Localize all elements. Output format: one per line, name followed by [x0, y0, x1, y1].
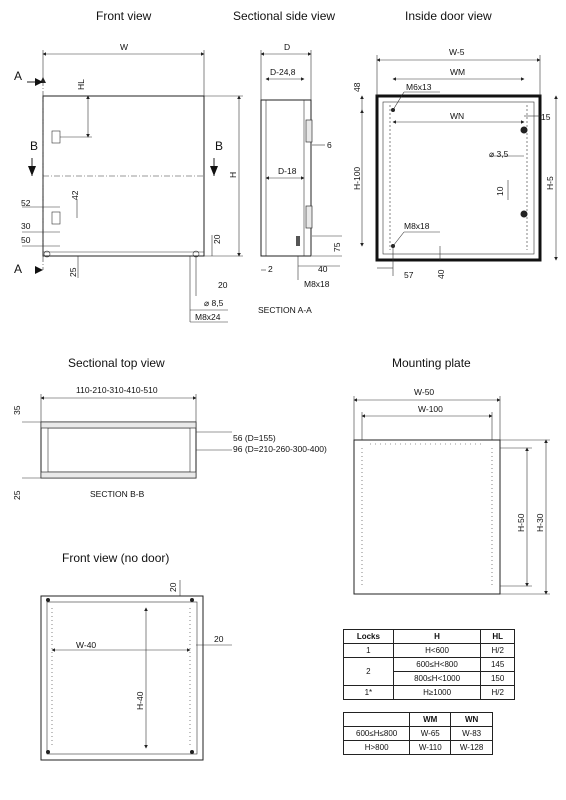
- dim-52: 52: [21, 198, 31, 208]
- dim-20-right: 20: [214, 634, 224, 644]
- dim-d: D: [284, 42, 290, 52]
- section-b-b-caption: SECTION B-B: [90, 489, 145, 499]
- dim-wm: WM: [450, 67, 465, 77]
- top-enclosure-outline: [40, 421, 197, 479]
- table-row: 600≤H≤800 W-65 W-83: [342, 726, 493, 741]
- dim-hl: HL: [76, 79, 86, 90]
- label-m6x13: M6x13: [406, 82, 432, 92]
- dim-15: 15: [541, 112, 551, 122]
- wn-header: WN: [450, 712, 493, 727]
- dim-96: 96 (D=210-260-300-400): [233, 444, 327, 454]
- sectional-top-view-title: Sectional top view: [68, 356, 165, 370]
- dim-h-50: H-50: [516, 513, 526, 532]
- section-b-label-right: B: [215, 139, 223, 153]
- h-header: H: [392, 629, 482, 644]
- wm-header: WM: [409, 712, 452, 727]
- dim-w-40: W-40: [76, 640, 96, 650]
- hl-header: HL: [480, 629, 515, 644]
- dim-d-18: D-18: [278, 166, 297, 176]
- dim-w-5: W-5: [449, 47, 465, 57]
- front-view-no-door-title: Front view (no door): [62, 551, 169, 565]
- section-b-label-left: B: [30, 139, 38, 153]
- front-view-title: Front view: [96, 9, 152, 23]
- dim-25: 25: [68, 267, 78, 277]
- table-row: 1* H≥1000 H/2: [343, 685, 515, 700]
- dim-48: 48: [352, 82, 362, 92]
- dim-42: 42: [70, 190, 80, 200]
- dim-40: 40: [318, 264, 328, 274]
- dim-m8x24: M8x24: [195, 312, 221, 322]
- table-row: 2 600≤H<800 145: [343, 657, 515, 686]
- dim-35: 35: [12, 405, 22, 415]
- sectional-top-view: 110-210-310-410-510 35 25 56 (D=155) 96 …: [12, 385, 327, 500]
- dim-hole-3-5: ⌀ 3,5: [489, 149, 509, 159]
- inside-door-view: W-5 WM WN M6x13 48 H-100 15 H-5 ⌀ 3,5 10…: [352, 47, 558, 280]
- mounting-plate-view: W-50 W-100 H-50 H-30: [353, 387, 550, 595]
- dim-h-40: H-40: [135, 691, 145, 710]
- dim-75: 75: [332, 242, 342, 252]
- table-row: H>800 W-110 W-128: [342, 740, 493, 755]
- dim-40-door: 40: [436, 269, 446, 279]
- dim-h-30: H-30: [535, 513, 545, 532]
- section-a-label-top: A: [14, 69, 22, 83]
- dim-57: 57: [404, 270, 414, 280]
- dim-widths: 110-210-310-410-510: [76, 385, 158, 395]
- dim-w-100: W-100: [418, 404, 443, 414]
- dim-w-50: W-50: [414, 387, 434, 397]
- dim-10: 10: [495, 186, 505, 196]
- dim-2: 2: [268, 264, 273, 274]
- dim-6: 6: [327, 140, 332, 150]
- dim-w: W: [120, 42, 128, 52]
- mounting-plate-outline: [353, 439, 501, 595]
- dim-30: 30: [21, 221, 31, 231]
- dim-56: 56 (D=155): [233, 433, 276, 443]
- locks-table: Locks H HL 1 H<600 H/2 2 600≤H<800 145 8…: [343, 629, 515, 700]
- mounting-plate-title: Mounting plate: [392, 356, 471, 370]
- label-m8x18: M8x18: [404, 221, 430, 231]
- dim-h-100: H-100: [352, 167, 362, 190]
- inside-door-view-title: Inside door view: [405, 9, 492, 23]
- front-view-no-door: 20 20 W-40 H-40: [40, 580, 232, 761]
- dim-25-top: 25: [12, 490, 22, 500]
- no-door-enclosure-outline: [40, 595, 204, 761]
- dim-d-24-8: D-24,8: [270, 67, 296, 77]
- dim-h-5: H-5: [545, 176, 555, 190]
- section-a-a-caption: SECTION A-A: [258, 305, 312, 315]
- section-a-label-bottom: A: [14, 262, 22, 276]
- dim-20-top: 20: [168, 582, 178, 592]
- sectional-side-view-title: Sectional side view: [233, 9, 335, 23]
- front-lock-lower: [51, 211, 61, 225]
- dim-hole-8-5: ⌀ 8,5: [204, 298, 224, 308]
- dim-20-horizontal: 20: [218, 280, 228, 290]
- table-row: 1 H<600 H/2: [343, 643, 515, 658]
- wm-wn-table: WM WN 600≤H≤800 W-65 W-83 H>800 W-110 W-…: [342, 712, 493, 755]
- locks-header: Locks: [343, 629, 394, 644]
- sectional-side-view: D D-24,8 D-18 6 75 2 40 M8x18 SECTION A-…: [258, 42, 342, 315]
- front-view: W A A B B HL H 42 52 30 50 25 20: [14, 42, 243, 323]
- dim-h: H: [228, 172, 238, 178]
- dim-20-vertical: 20: [212, 234, 222, 244]
- dim-50: 50: [21, 235, 31, 245]
- dim-m8x18: M8x18: [304, 279, 330, 289]
- dim-wn: WN: [450, 111, 464, 121]
